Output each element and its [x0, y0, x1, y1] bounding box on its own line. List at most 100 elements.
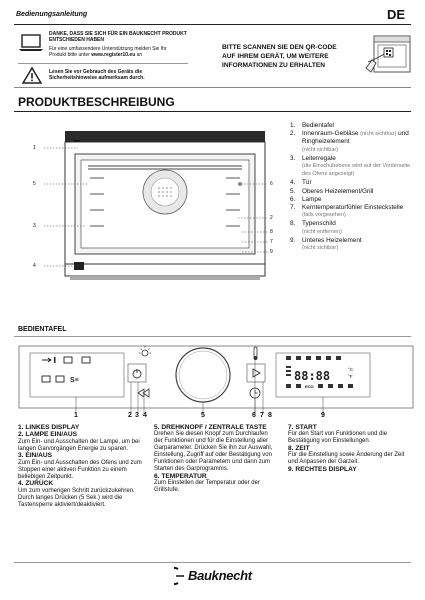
callout-8: 8	[270, 229, 273, 235]
callout-6: 6	[270, 181, 273, 187]
controls-col-right: 7. START Für den Start von Funktionen un…	[288, 424, 412, 474]
control-panel-diagram: S≡	[18, 338, 414, 423]
panel-num-8: 8	[268, 412, 272, 419]
component-list: 1. Bedientafel 2. Innenraum-Gebläse (nicht…	[290, 122, 415, 253]
controls-col-left: 1. LINKES DISPLAY 2. LAMPE EIN/AUS Zum E…	[18, 424, 142, 508]
laptop-icon	[18, 33, 44, 58]
panel-num-5: 5	[201, 412, 205, 419]
warning-line-2: Sicherheitshinweise aufmerksam durch.	[49, 75, 145, 81]
qr-line-3: INFORMATIONEN ZU ERHALTEN	[222, 62, 326, 69]
control-title-2: 2. LAMPE EIN/AUS	[18, 431, 77, 439]
control-body-7: Für den Start von Funktionen und die Bes…	[288, 431, 388, 445]
list-num: 7.	[290, 204, 296, 212]
list-text: Unteres Heizelement	[302, 236, 362, 244]
list-item: 3. Leiterregale(die Einschubebene wird au…	[290, 155, 415, 179]
control-title-5: 5. DREHKNOPF / ZENTRALE TASTE	[154, 424, 267, 431]
list-text: Lampe	[302, 195, 322, 203]
callout-9: 9	[270, 249, 273, 255]
thanks-heading-1: DANKE, DASS SIE SICH FÜR EIN BAUKNECHT P…	[49, 31, 187, 37]
list-text: Leiterregale	[302, 154, 336, 162]
control-body-2: Zum Ein- und Ausschalten der Lampe, um b…	[18, 438, 140, 452]
list-num: 4.	[290, 179, 296, 187]
control-title-6: 6. TEMPERATUR	[154, 472, 207, 480]
list-item: 7. Kerntemperaturfühler Einsteckstelle(fa…	[290, 204, 415, 219]
list-note: (falls vorgesehen)	[302, 212, 346, 219]
control-title-1: 1. LINKES DISPLAY	[18, 424, 80, 431]
warning-icon	[21, 66, 43, 89]
control-title-3: 3. EIN/AUS	[18, 452, 53, 460]
panel-num-9: 9	[321, 412, 325, 419]
control-title-8: 8. ZEIT	[288, 445, 310, 453]
right-display-value: 88:88	[294, 369, 331, 383]
list-text: Typenschild	[302, 220, 336, 228]
header-rule	[14, 24, 411, 25]
list-text: Bedientafel	[302, 122, 334, 129]
panel-num-1: 1	[74, 412, 78, 419]
unit-celsius: °C	[348, 367, 354, 372]
list-text-2: und Ringheizelement	[302, 130, 409, 146]
list-text: Innenraum-Gebläse	[302, 130, 359, 138]
panel-num-6: 6	[252, 412, 256, 419]
warning-line-1: Lesen Sie vor Gebrauch des Geräts die	[49, 69, 143, 75]
list-num: 9.	[290, 236, 296, 244]
list-num: 1.	[290, 122, 296, 129]
eco-label: ECO	[305, 384, 314, 389]
thanks-body-2-post: an	[135, 52, 143, 58]
section-title: PRODUKTBESCHREIBUNG	[18, 95, 175, 109]
list-num: 3.	[290, 154, 296, 162]
thanks-body-2: Produkt bitte unter www.register10.eu an	[49, 52, 142, 58]
thanks-body-1: Für eine umfassendere Unterstützung meld…	[49, 46, 167, 52]
control-title-4: 4. ZURÜCK	[18, 480, 54, 488]
panel-num-2: 2	[128, 412, 132, 419]
callout-7: 7	[270, 239, 273, 245]
list-num: 8.	[290, 220, 296, 228]
callout-3: 3	[33, 223, 36, 229]
register-link[interactable]: www.register10.eu	[91, 52, 136, 58]
thanks-body-2-pre: Produkt bitte unter	[49, 52, 92, 58]
manual-title: Bedienungsanleitung	[16, 11, 88, 18]
section-rule	[14, 111, 411, 112]
control-body-4: Um zum vorherigen Schritt zurückzukehren…	[18, 487, 135, 508]
callout-2: 2	[270, 215, 273, 221]
list-item: 6. Lampe	[290, 196, 415, 203]
control-body-8: Für die Einstellung sowie Änderung der Z…	[288, 452, 405, 466]
qr-line-2: AUF IHREM GERÄT, UM WEITERE	[222, 53, 329, 60]
list-item: 2. Innenraum-Gebläse (nicht sichtbar) und…	[290, 130, 415, 154]
oven-qr-illustration	[364, 32, 414, 83]
language-code: DE	[387, 7, 406, 22]
panel-num-3: 3	[135, 412, 139, 419]
list-text: Oberes Heizelement/Grill	[302, 187, 374, 195]
controls-col-middle: 5. DREHKNOPF / ZENTRALE TASTE Drehen Sie…	[154, 424, 278, 494]
callout-1: 1	[33, 145, 36, 151]
qr-line-1: BITTE SCANNEN SIE DEN QR-CODE	[222, 44, 337, 51]
list-item: 9.Unteres Heizelement(nicht sichtbar)	[290, 237, 415, 252]
callout-5: 5	[33, 181, 36, 187]
section-rule-top	[14, 87, 411, 88]
brand-name: Bauknecht	[188, 568, 252, 583]
list-num: 2.	[290, 130, 296, 138]
list-note: (nicht sichtbar)	[360, 131, 397, 138]
control-body-5: Drehen Sie diesen Knopf zum Durchlaufen …	[154, 431, 273, 472]
panel-title: BEDIENTAFEL	[18, 326, 67, 333]
list-text: Tür	[302, 179, 312, 187]
list-num: 5.	[290, 187, 296, 195]
list-item: 5. Oberes Heizelement/Grill	[290, 188, 415, 195]
panel-num-4: 4	[143, 412, 147, 419]
oven-diagram	[16, 118, 286, 303]
footer-rule	[14, 562, 411, 563]
list-note: (nicht sichtbar)	[302, 146, 339, 153]
list-item: 4. Tür	[290, 179, 415, 186]
list-num: 6.	[290, 195, 296, 203]
list-note: (nicht entfernen)	[302, 228, 343, 235]
list-item: 1. Bedientafel	[290, 122, 415, 129]
control-body-3: Zum Ein- und Ausschalten des Ofens und z…	[18, 459, 142, 480]
panel-rule	[14, 336, 411, 337]
list-text: Kerntemperaturfühler Einsteckstelle	[302, 204, 404, 212]
svg-text:S≡: S≡	[70, 377, 79, 384]
list-note: (die Einschubebene wird auf der Vorderse…	[302, 163, 411, 178]
unit-fahrenheit: °F	[348, 374, 353, 379]
list-item: 8. Typenschild(nicht entfernen)	[290, 220, 415, 235]
control-body-6: Zum Einstellen der Temperatur oder der G…	[154, 480, 260, 493]
thanks-divider	[18, 63, 188, 64]
thanks-heading-2: ENTSCHIEDEN HABEN	[49, 37, 105, 43]
